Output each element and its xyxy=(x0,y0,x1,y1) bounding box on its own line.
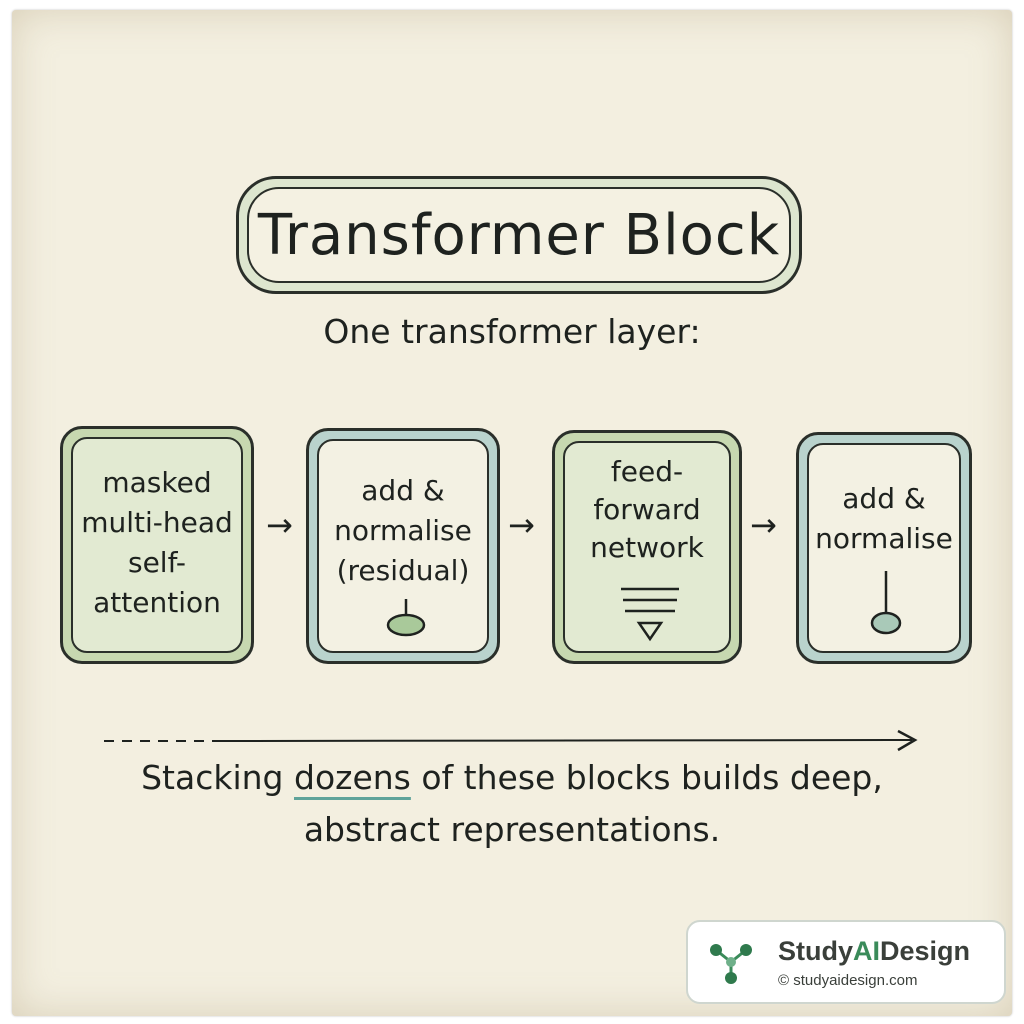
brand-badge: StudyAIDesign © studyaidesign.com xyxy=(686,920,1006,1004)
footnote-highlight: dozens xyxy=(294,758,411,797)
layers-triangle-icon xyxy=(621,587,679,642)
arrow-2: → xyxy=(508,506,535,544)
block-self-attention: masked multi-head self- attention xyxy=(60,426,254,664)
progression-arrow xyxy=(104,729,918,752)
title-box-inner xyxy=(247,187,791,283)
block-label-add-normalise: add & normalise xyxy=(815,482,953,555)
block-add-normalise: add & normalise xyxy=(796,432,972,664)
block-inner xyxy=(71,437,243,653)
block-label-feed-forward: feed- forward network xyxy=(590,455,704,564)
block-inner xyxy=(563,441,731,653)
brand-name: StudyAIDesign xyxy=(778,936,971,966)
molecule-logo-icon xyxy=(710,944,752,984)
footnote-line-2: abstract representations. xyxy=(303,810,721,849)
footnote-text-before: Stacking xyxy=(141,758,294,797)
block-add-normalise-residual: add & normalise (residual) xyxy=(306,428,500,664)
footnote-line-1: Stacking dozens of these blocks builds d… xyxy=(0,752,1024,804)
residual-node-icon xyxy=(386,599,426,637)
title-box: Transformer Block xyxy=(236,176,802,294)
page-title: Transformer Block xyxy=(257,202,781,268)
arrow-1: → xyxy=(266,506,293,544)
arrow-3: → xyxy=(750,506,777,544)
block-label-self-attention: masked multi-head self- attention xyxy=(81,466,233,619)
brand-url: © studyaidesign.com xyxy=(778,972,918,989)
footnote-text-after: of these blocks builds deep, xyxy=(410,758,883,797)
residual-node-icon xyxy=(870,571,902,635)
block-label-add-normalise-residual: add & normalise (residual) xyxy=(334,474,472,587)
block-feed-forward: feed- forward network xyxy=(552,430,742,664)
subtitle: One transformer layer: xyxy=(323,312,701,351)
